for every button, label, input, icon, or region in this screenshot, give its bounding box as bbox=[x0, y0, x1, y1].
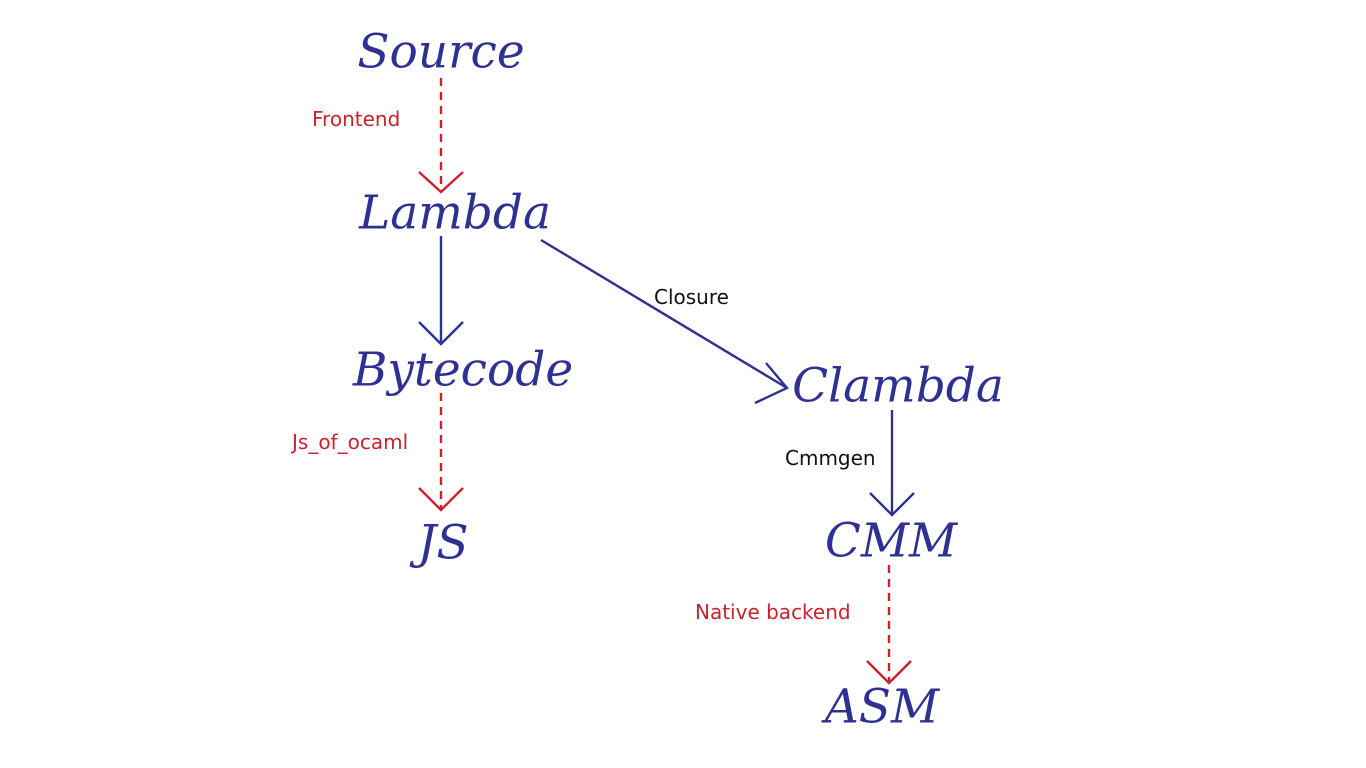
node-source: Source bbox=[357, 24, 525, 80]
edge-bytecode-js bbox=[418, 393, 464, 512]
edge-label-closure: Closure bbox=[654, 285, 729, 309]
node-clambda: Clambda bbox=[792, 358, 1004, 414]
node-cmm: CMM bbox=[824, 513, 958, 569]
edge-clambda-cmm bbox=[869, 410, 915, 517]
edge-cmm-asm bbox=[866, 565, 912, 685]
node-bytecode: Bytecode bbox=[352, 342, 574, 398]
edge-source-lambda bbox=[418, 78, 464, 194]
edge-label-native-backend: Native backend bbox=[695, 600, 851, 624]
edge-label-js-of-ocaml: Js_of_ocaml bbox=[292, 430, 409, 454]
node-js: JS bbox=[417, 515, 469, 571]
edge-lambda-clambda bbox=[540, 238, 789, 405]
edge-label-cmmgen: Cmmgen bbox=[785, 446, 876, 470]
node-lambda: Lambda bbox=[359, 185, 551, 241]
edge-lambda-bytecode bbox=[418, 236, 464, 346]
node-asm: ASM bbox=[824, 679, 940, 735]
edge-label-frontend: Frontend bbox=[312, 107, 401, 131]
